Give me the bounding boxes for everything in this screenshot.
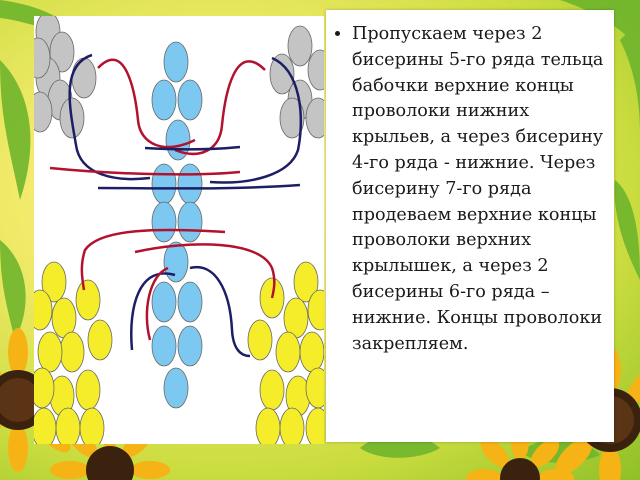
wire-red-lower-left — [80, 228, 226, 291]
gray-bead — [71, 57, 97, 99]
yellow-bead — [59, 331, 85, 373]
gray-bead — [305, 97, 324, 139]
yellow-bead — [305, 407, 324, 444]
wire-dark-lower-left — [130, 272, 176, 351]
bullet-list: Пропускаем через 2 бисерины 5-го ряда те… — [326, 10, 614, 357]
instruction-bullet: Пропускаем через 2 бисерины 5-го ряда те… — [352, 22, 604, 357]
gray-bead — [307, 49, 324, 91]
yellow-bead — [87, 319, 113, 361]
yellow-bead — [75, 369, 101, 411]
yellow-bead — [34, 407, 57, 444]
yellow-bead — [307, 289, 324, 331]
yellow-bead — [259, 369, 285, 411]
yellow-bead — [79, 407, 105, 444]
blue-bead — [151, 163, 177, 205]
blue-bead — [151, 325, 177, 367]
blue-bead — [177, 79, 203, 121]
blue-bead — [163, 367, 189, 409]
yellow-bead — [293, 261, 319, 303]
yellow-bead — [247, 319, 273, 361]
wire-dark-horizontal-1 — [97, 183, 301, 190]
yellow-bead — [275, 331, 301, 373]
wire-dark-upper-right — [209, 56, 303, 184]
blue-bead — [177, 281, 203, 323]
gray-bead — [34, 91, 53, 133]
wires — [49, 53, 303, 358]
text-content-box: Пропускаем через 2 бисерины 5-го ряда те… — [326, 10, 614, 442]
gray-bead — [279, 97, 305, 139]
yellow-bead — [299, 331, 324, 373]
yellow-bead — [55, 407, 81, 444]
yellow-bead — [37, 331, 63, 373]
wire-dark-lower-right — [189, 265, 251, 358]
gray-bead — [49, 31, 75, 73]
yellow-bead — [75, 279, 101, 321]
upper-wing-beads — [34, 16, 324, 139]
yellow-bead — [41, 261, 67, 303]
wire-red-upper-right — [174, 60, 266, 156]
blue-bead — [151, 201, 177, 243]
blue-bead — [177, 201, 203, 243]
wire-red-lower-right — [134, 243, 276, 299]
blue-bead — [177, 325, 203, 367]
gray-bead — [34, 37, 51, 79]
blue-bead — [177, 163, 203, 205]
wire-red-lower-mid — [145, 266, 169, 341]
yellow-bead — [34, 367, 55, 409]
blue-bead — [163, 41, 189, 83]
blue-bead — [163, 241, 189, 283]
wire-dark-upper-left — [68, 53, 151, 181]
yellow-bead — [255, 407, 281, 444]
yellow-bead — [34, 289, 53, 331]
butterfly-beading-diagram — [34, 16, 324, 444]
yellow-bead — [279, 407, 305, 444]
blue-bead — [151, 79, 177, 121]
lower-wing-beads — [34, 261, 324, 444]
wire-dark-horizontal-upper — [144, 145, 241, 151]
body-beads — [151, 41, 203, 409]
wire-red-horizontal-1 — [49, 166, 241, 176]
wire-red-upper-left — [97, 58, 196, 149]
butterfly-diagram-panel — [34, 16, 324, 444]
gray-bead — [287, 25, 313, 67]
gray-bead — [269, 53, 295, 95]
blue-bead — [151, 281, 177, 323]
